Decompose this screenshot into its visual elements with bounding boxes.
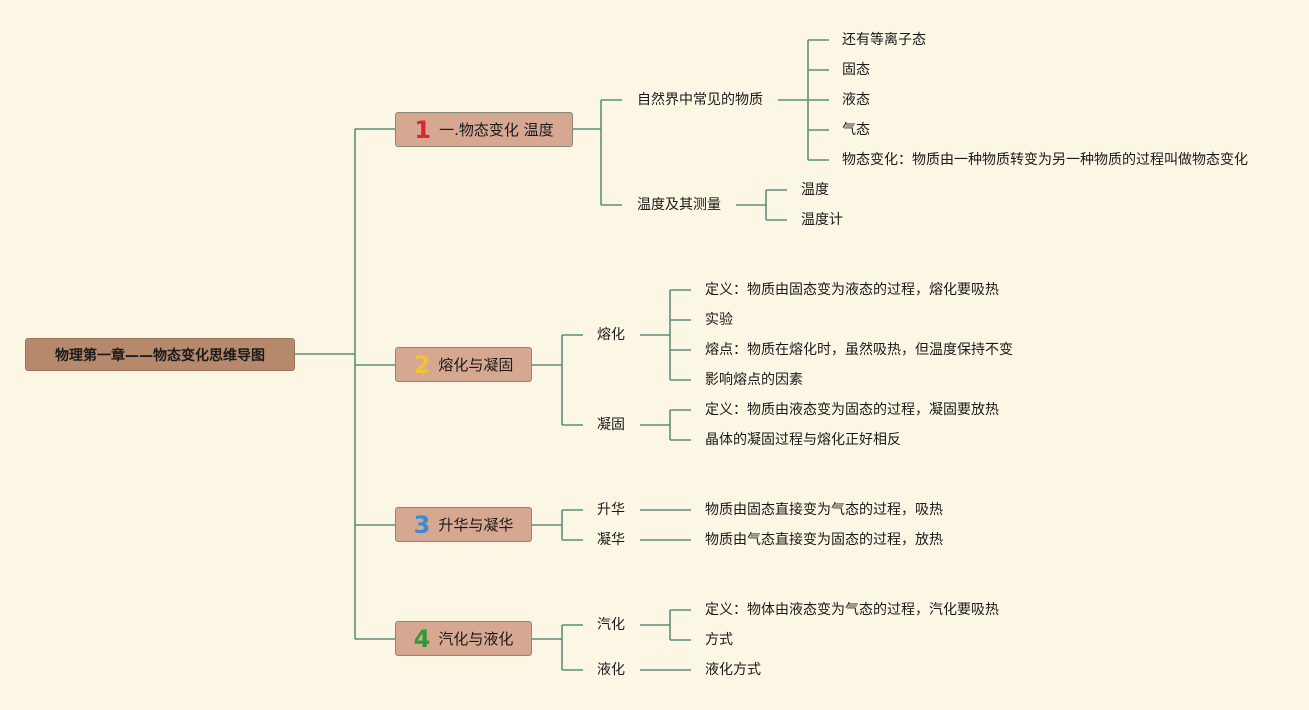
subtopic-vaporization[interactable]: 汽化 <box>597 617 625 633</box>
topic-label-3: 升华与凝华 <box>438 516 514 534</box>
leaf-sublimation-definition[interactable]: 物质由固态直接变为气态的过程，吸热 <box>705 502 943 518</box>
leaf-melting-point[interactable]: 熔点：物质在熔化时，虽然吸热，但温度保持不变 <box>705 342 1013 358</box>
leaf-melting-definition[interactable]: 定义：物质由固态变为液态的过程，熔化要吸热 <box>705 282 999 298</box>
leaf-crystal-solidification[interactable]: 晶体的凝固过程与熔化正好相反 <box>705 432 901 448</box>
topic-number-2: 2 <box>413 350 431 379</box>
leaf-solid[interactable]: 固态 <box>842 62 870 78</box>
leaf-liquid[interactable]: 液态 <box>842 92 870 108</box>
leaf-deposition-definition[interactable]: 物质由气态直接变为固态的过程，放热 <box>705 532 943 548</box>
leaf-vaporization-definition[interactable]: 定义：物体由液态变为气态的过程，汽化要吸热 <box>705 602 999 618</box>
subtopic-temperature-measurement[interactable]: 温度及其测量 <box>637 197 721 213</box>
leaf-liquefaction-methods[interactable]: 液化方式 <box>705 662 761 678</box>
leaf-solidification-definition[interactable]: 定义：物质由液态变为固态的过程，凝固要放热 <box>705 402 999 418</box>
root-node[interactable]: 物理第一章——物态变化思维导图 <box>25 338 295 371</box>
subtopic-sublimation[interactable]: 升华 <box>597 502 625 518</box>
topic-number-3: 3 <box>413 510 431 539</box>
subtopic-liquefaction[interactable]: 液化 <box>597 662 625 678</box>
topic-label-2: 熔化与凝固 <box>438 356 514 374</box>
topic-number-1: 1 <box>414 115 432 144</box>
leaf-plasma[interactable]: 还有等离子态 <box>842 32 926 48</box>
leaf-melting-point-factors[interactable]: 影响熔点的因素 <box>705 372 803 388</box>
root-label: 物理第一章——物态变化思维导图 <box>55 347 265 364</box>
leaf-gas[interactable]: 气态 <box>842 122 870 138</box>
subtopic-deposition[interactable]: 凝华 <box>597 532 625 548</box>
topic-node-1[interactable]: 1 一.物态变化 温度 <box>395 112 573 147</box>
topic-node-2[interactable]: 2 熔化与凝固 <box>395 347 532 382</box>
topic-label-4: 汽化与液化 <box>438 630 514 648</box>
leaf-temperature[interactable]: 温度 <box>801 182 829 198</box>
topic-node-3[interactable]: 3 升华与凝华 <box>395 507 532 542</box>
topic-number-4: 4 <box>413 624 431 653</box>
subtopic-solidification[interactable]: 凝固 <box>597 417 625 433</box>
topic-node-4[interactable]: 4 汽化与液化 <box>395 621 532 656</box>
leaf-thermometer[interactable]: 温度计 <box>801 212 843 228</box>
subtopic-natural-matter[interactable]: 自然界中常见的物质 <box>637 92 763 108</box>
leaf-state-change-definition[interactable]: 物态变化：物质由一种物质转变为另一种物质的过程叫做物态变化 <box>842 152 1248 168</box>
subtopic-melting[interactable]: 熔化 <box>597 327 625 343</box>
leaf-melting-experiment[interactable]: 实验 <box>705 312 733 328</box>
leaf-vaporization-methods[interactable]: 方式 <box>705 632 733 648</box>
topic-label-1: 一.物态变化 温度 <box>439 121 554 139</box>
